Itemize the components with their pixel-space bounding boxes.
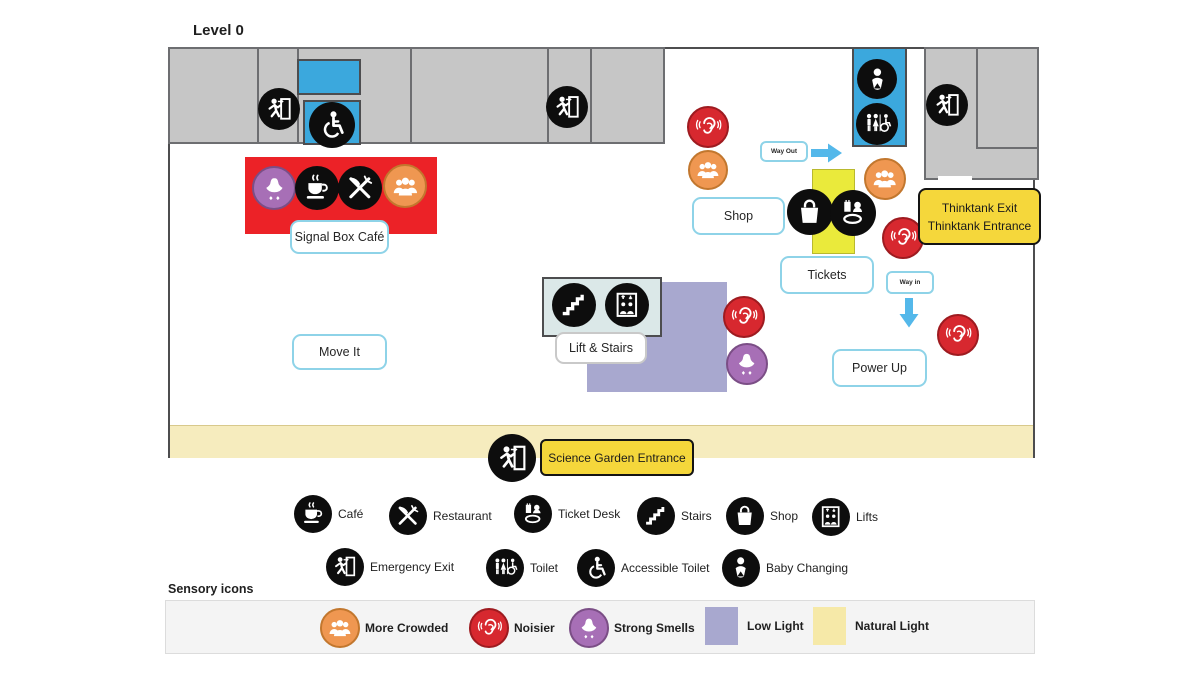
accessible-toilet-icon: [577, 549, 615, 587]
sensory-label: Low Light: [747, 619, 804, 633]
sensory-label: Natural Light: [855, 619, 929, 633]
strong-smells-icon: [726, 343, 768, 385]
shop-icon: [726, 497, 764, 535]
legend-label: Baby Changing: [766, 561, 849, 575]
way-in-arrow-icon: [898, 298, 920, 328]
legend-label: Lifts: [856, 510, 879, 524]
baby-changing-icon: [857, 59, 897, 99]
sensory-legend-box: [165, 600, 1035, 654]
stairs-icon: [637, 497, 675, 535]
floor-map: Signal Box Café Move It Lift & Stairs Sh…: [168, 47, 1041, 458]
science-garden-entrance-label: Science Garden Entrance: [540, 439, 694, 476]
restaurant-icon: [338, 166, 382, 210]
room-label-tickets: Tickets: [780, 256, 874, 294]
sensory-label: More Crowded: [365, 621, 449, 635]
door-gap: [938, 176, 972, 180]
toilet-icon: [486, 549, 524, 587]
wall-top-band: [168, 47, 665, 144]
more-crowded-icon: [320, 608, 360, 648]
legend-label: Café: [338, 507, 364, 521]
shop-icon: [787, 189, 833, 235]
sensory-section-title: Sensory icons: [168, 582, 254, 596]
low-light-swatch: [705, 607, 738, 645]
wall-divider: [976, 49, 978, 147]
emergency-exit-icon: [546, 86, 588, 128]
emergency-exit-icon: [488, 434, 536, 482]
toilet-icon: [856, 103, 898, 145]
legend-label: Toilet: [530, 561, 559, 575]
restaurant-icon: [389, 497, 427, 535]
more-crowded-icon: [688, 150, 728, 190]
room-label-shop: Shop: [692, 197, 785, 235]
sensory-label: Noisier: [514, 621, 555, 635]
wall-divider: [976, 147, 1039, 149]
wall-divider: [257, 49, 259, 144]
room-label-power-up: Power Up: [832, 349, 927, 387]
room-label-move-it: Move It: [292, 334, 387, 370]
noisier-icon: [723, 296, 765, 338]
science-garden-entrance-text: Science Garden Entrance: [548, 450, 686, 465]
thinktank-exit-text: Thinktank Exit: [941, 200, 1018, 215]
noisier-icon: [937, 314, 979, 356]
way-out-label: Way Out: [760, 141, 808, 162]
wall-divider: [410, 49, 412, 144]
wall-divider: [590, 49, 592, 144]
thinktank-entrance-text: Thinktank Entrance: [927, 218, 1032, 233]
sensory-label: Strong Smells: [614, 621, 695, 635]
noisier-icon: [687, 106, 729, 148]
baby-changing-icon: [722, 549, 760, 587]
page-title: Level 0: [193, 22, 244, 39]
cafe-icon: [295, 166, 339, 210]
cafe-icon: [294, 495, 332, 533]
room-label-signal-box-cafe: Signal Box Café: [290, 220, 389, 254]
legend-label: Shop: [770, 509, 799, 523]
natural-light-swatch: [813, 607, 846, 645]
way-in-label: Way in: [886, 271, 934, 294]
stairs-icon: [552, 283, 596, 327]
room-label-lift-stairs: Lift & Stairs: [555, 332, 647, 364]
lifts-icon: [812, 498, 850, 536]
legend-label: Ticket Desk: [558, 507, 621, 521]
way-out-arrow-icon: [811, 142, 843, 164]
legend-label: Restaurant: [433, 509, 492, 523]
more-crowded-icon: [383, 164, 427, 208]
legend-label: Stairs: [681, 509, 712, 523]
strong-smells-icon: [569, 608, 609, 648]
ticket-desk-icon: [514, 495, 552, 533]
noisier-icon: [882, 217, 924, 259]
wall-divider: [297, 49, 299, 144]
strong-smells-icon: [252, 166, 296, 210]
more-crowded-icon: [864, 158, 906, 200]
emergency-exit-icon: [258, 88, 300, 130]
toilet-room-zone: [297, 59, 361, 95]
legend-label: Accessible Toilet: [621, 561, 710, 575]
lifts-icon: [605, 283, 649, 327]
thinktank-entrance-label: Thinktank Exit Thinktank Entrance: [918, 188, 1041, 245]
accessible-toilet-icon: [309, 102, 355, 148]
emergency-exit-icon: [326, 548, 364, 586]
emergency-exit-icon: [926, 84, 968, 126]
legend-label: Emergency Exit: [370, 560, 455, 574]
ticket-desk-icon: [830, 190, 876, 236]
noisier-icon: [469, 608, 509, 648]
